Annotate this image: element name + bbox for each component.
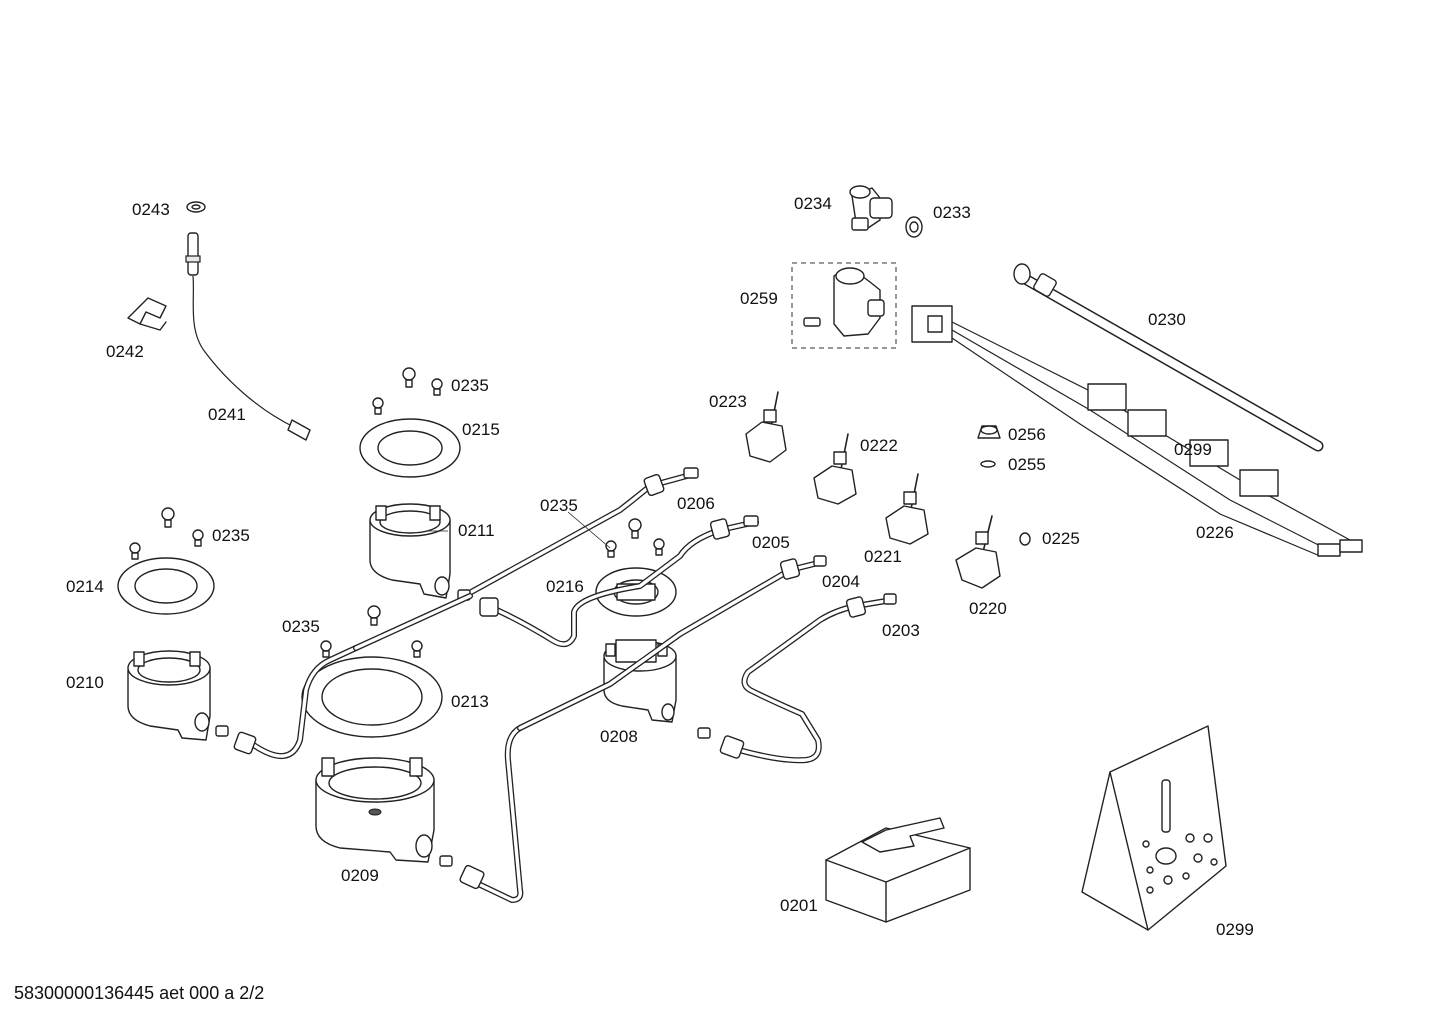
accessory-kit-0299 (1081, 725, 1227, 931)
label-0209: 0209 (341, 866, 379, 885)
ring-0214 (117, 557, 215, 615)
label-0216: 0216 (546, 577, 584, 596)
label-0220: 0220 (969, 599, 1007, 618)
label-0201: 0201 (780, 896, 818, 915)
burner-housing-0209 (315, 757, 435, 863)
label-0208: 0208 (600, 727, 638, 746)
screw-set-0235-mid (320, 605, 423, 658)
label-0235-right: 0235 (540, 496, 578, 515)
washer-0243 (186, 201, 206, 213)
gas-pipe-0203 (697, 593, 897, 764)
label-0235-left: 0235 (212, 526, 250, 545)
ring-0215 (359, 418, 461, 478)
label-0299-harness: 0299 (1174, 440, 1212, 459)
label-0256: 0256 (1008, 425, 1046, 444)
burner-housing-0210 (127, 650, 211, 741)
label-0203: 0203 (882, 621, 920, 640)
elbow-fitting-0234 (849, 185, 893, 231)
label-0213: 0213 (451, 692, 489, 711)
washer-0233 (905, 216, 923, 238)
gas-tap-0220 (955, 515, 1001, 589)
ignition-electrode-0241 (185, 232, 311, 441)
nut-0256 (977, 425, 1001, 439)
label-0241: 0241 (208, 405, 246, 424)
gas-tap-0223 (745, 391, 787, 463)
gas-pipe-0206 (461, 467, 699, 599)
label-0235-top: 0235 (451, 376, 489, 395)
screw-set-0235-left (129, 507, 204, 560)
label-0234: 0234 (794, 194, 832, 213)
label-0235-mid: 0235 (282, 617, 320, 636)
leader-lines (426, 511, 611, 549)
clip-0255 (980, 460, 996, 468)
label-0243: 0243 (132, 200, 170, 219)
wiring-harness-0226 (911, 305, 1363, 557)
gas-pipe-0204 (439, 555, 827, 903)
label-0211: 0211 (458, 521, 495, 540)
label-0242: 0242 (106, 342, 144, 361)
label-0223: 0223 (709, 392, 747, 411)
label-0221: 0221 (864, 547, 902, 566)
label-0225: 0225 (1042, 529, 1080, 548)
gas-rail-0230 (1013, 263, 1324, 452)
gas-pipe-0210-feed (215, 645, 359, 760)
burner-housing-0211 (369, 503, 451, 599)
label-0204: 0204 (822, 572, 860, 591)
ring-0213 (301, 656, 443, 738)
gas-tap-0222 (813, 433, 857, 505)
screw-set-0235-top (372, 367, 443, 415)
label-0210: 0210 (66, 673, 104, 692)
label-0214: 0214 (66, 577, 104, 596)
label-0222: 0222 (860, 436, 898, 455)
document-footer: 58300000136445 aet 000 a 2/2 (14, 983, 265, 1003)
gas-pipe-0211-feed (353, 593, 473, 651)
control-module-0201 (825, 817, 971, 923)
label-0259: 0259 (740, 289, 778, 308)
nut-0225 (1019, 532, 1031, 546)
label-0226: 0226 (1196, 523, 1234, 542)
label-0205: 0205 (752, 533, 790, 552)
gas-tap-0221 (885, 473, 929, 545)
label-0299-kit: 0299 (1216, 920, 1254, 939)
label-0233: 0233 (933, 203, 971, 222)
screw-set-0235-right (605, 518, 665, 558)
label-0255: 0255 (1008, 455, 1046, 474)
label-0230: 0230 (1148, 310, 1186, 329)
label-0215: 0215 (462, 420, 500, 439)
bracket-0242 (127, 297, 167, 331)
regulator-0259 (791, 262, 897, 349)
label-0206: 0206 (677, 494, 715, 513)
